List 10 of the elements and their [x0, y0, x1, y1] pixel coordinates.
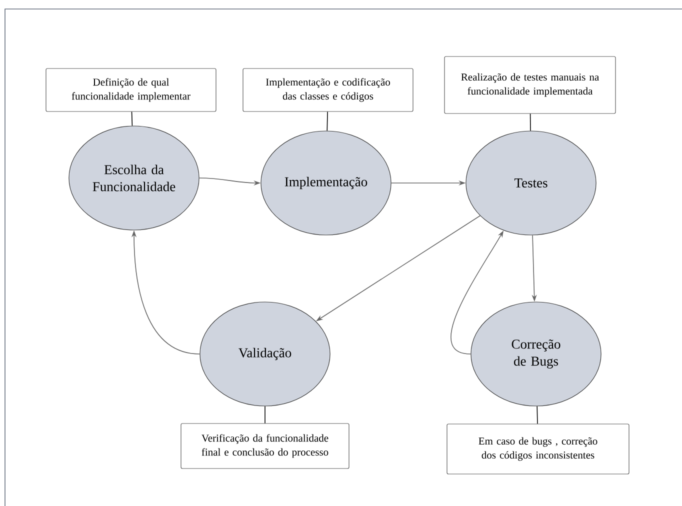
note-box: Realização de testes manuais na funcionalidade implementada: [444, 56, 616, 114]
connector-line: [326, 111, 328, 132]
note-box: Em caso de bugs , correção dos códigos inconsistentes: [446, 424, 630, 474]
connector-line: [264, 406, 266, 424]
note-box: Implementação e codificação das classes e códigos: [242, 68, 414, 112]
note-box: Definição de qual funcionalidade implementar: [46, 68, 216, 112]
connector-line: [530, 113, 531, 132]
connector-line: [536, 406, 538, 424]
connector-line: [131, 111, 133, 126]
note-box: Verificação da funcionalidade final e conclusão do processo: [180, 423, 350, 469]
